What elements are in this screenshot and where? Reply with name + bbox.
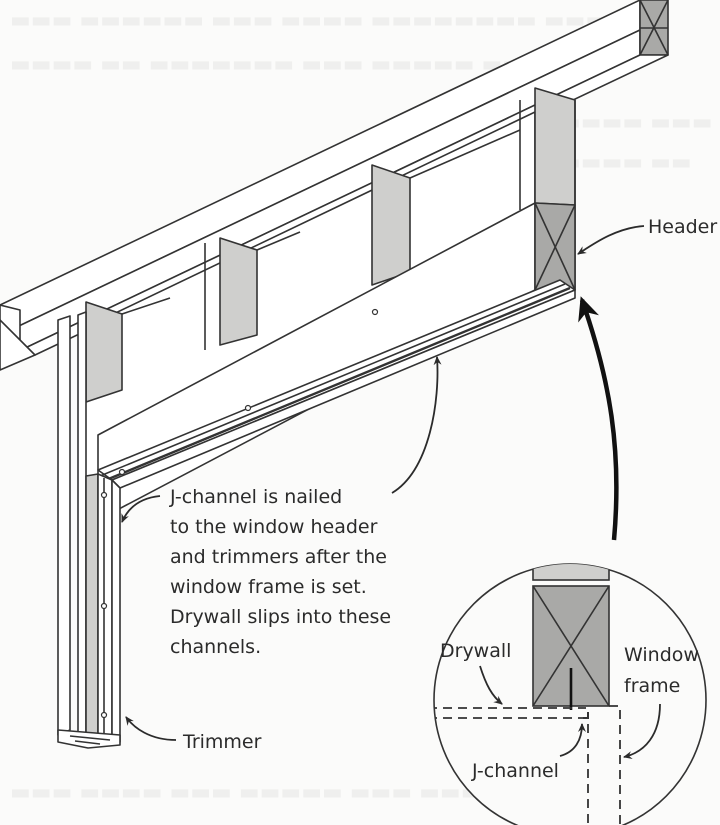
detail-inset: Drywall Window frame J-channel bbox=[433, 563, 707, 825]
king-stud bbox=[534, 87, 576, 290]
cripple-studs bbox=[85, 100, 521, 403]
window-frame-leader-arrow bbox=[623, 703, 661, 760]
label-trimmer: Trimmer bbox=[182, 731, 262, 753]
detail-label-window: Window bbox=[624, 644, 699, 666]
detail-stud bbox=[532, 564, 610, 581]
callout-line-4: window frame is set. bbox=[170, 576, 367, 598]
callout-line-1: J-channel is nailed bbox=[169, 486, 342, 508]
detail-label-frame: frame bbox=[624, 675, 680, 697]
callout-leader-right bbox=[391, 356, 442, 494]
j-channel-leader-arrow bbox=[559, 723, 586, 757]
label-header: Header bbox=[648, 216, 717, 238]
callout-line-5: Drywall slips into these bbox=[170, 606, 391, 628]
callout-leader-left bbox=[121, 495, 161, 523]
drywall-leader-arrow bbox=[479, 665, 503, 705]
detail-pointer-arrow bbox=[578, 296, 619, 541]
header-leader-arrow bbox=[577, 225, 645, 255]
callout-line-6: channels. bbox=[170, 636, 261, 658]
trimmer-stud bbox=[57, 311, 121, 749]
detail-j-channel-shape bbox=[583, 712, 589, 719]
callout-line-2: to the window header bbox=[170, 516, 378, 538]
detail-label-drywall: Drywall bbox=[440, 640, 511, 662]
detail-window-frame-right bbox=[609, 705, 621, 825]
detail-label-j-channel: J-channel bbox=[471, 760, 559, 782]
trimmer-leader-arrow bbox=[125, 716, 177, 741]
callout-line-3: and trimmers after the bbox=[170, 546, 387, 568]
